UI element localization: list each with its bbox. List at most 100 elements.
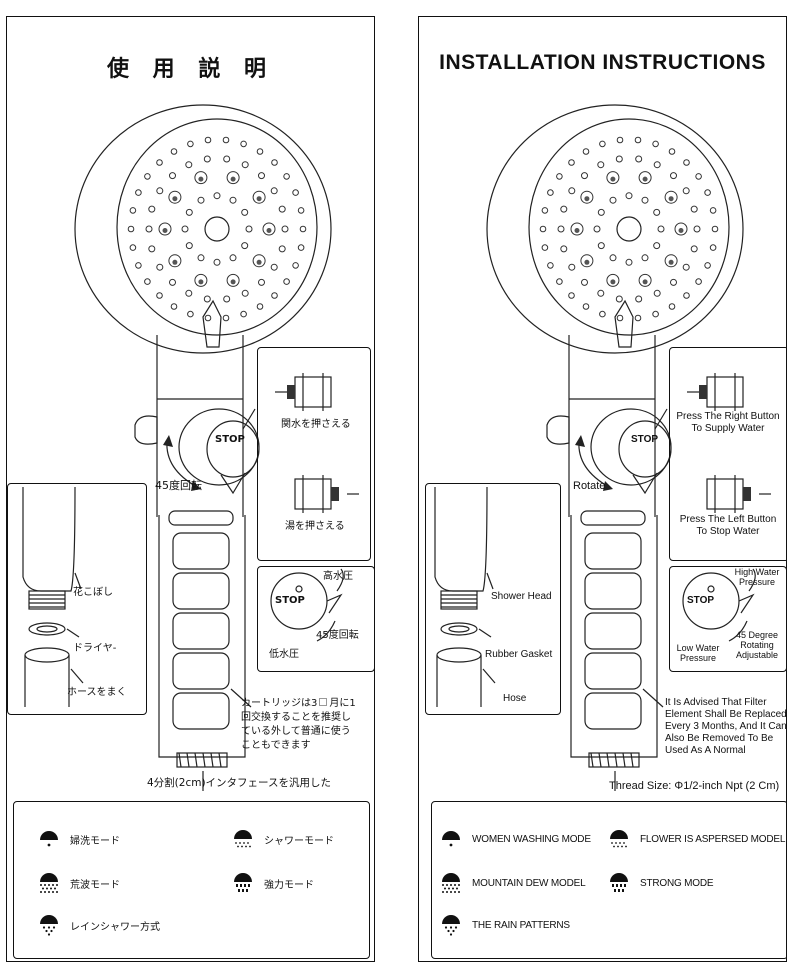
nozzle-dot [682,187,690,195]
nozzle-dot [169,172,176,180]
mode-item: シャワーモード [232,828,334,850]
button-top-caption: 関水を押さえる [281,419,351,430]
nozzle-dot [145,225,153,233]
nozzle-dot [709,207,717,214]
nozzle-dot [652,140,659,148]
nozzle-dot [695,173,702,180]
nozzle-dot [568,159,575,166]
nozzle-dot [653,289,661,297]
nozzle-dot [135,262,142,269]
nozzle-dot [270,187,278,195]
nozzle-dot [187,310,194,318]
mode-item: STRONG MODE [608,872,714,894]
dial-rotate-label: 45度回転 [316,630,359,641]
nozzle-dot [229,254,237,262]
center-nozzle [204,216,230,242]
nozzle-dot [690,205,698,213]
instruction-panel-japanese: 使 用 説 明 STOP 45度回転 関水を押さえる 湯を押さえる STOP 高… [6,16,375,962]
nozzle-dot [240,310,247,318]
nozzle-dot [241,242,249,250]
nozzle-dot [593,225,601,233]
panel-title: INSTALLATION INSTRUCTIONS [439,51,766,74]
shower-icon [234,830,252,848]
button-detail-box [257,347,371,561]
nozzle-dot [129,244,137,251]
nozzle-dot [297,244,305,251]
nozzle-dot [185,208,193,216]
part-gasket-label: Rubber Gasket [485,649,553,660]
nozzle-dot [693,225,701,233]
nozzle-dot [582,303,590,310]
center-nozzle [616,216,642,242]
mountain-dew-icon [40,873,58,893]
nozzle-dot [297,207,305,214]
nozzle-dot [683,292,690,299]
part-hose-label: ホースをまく [67,687,127,698]
nozzle-dot [156,187,164,195]
nozzle-dot [258,172,265,180]
nozzle-dot [653,242,661,250]
nozzle-dot [616,314,624,322]
nozzle-dot [185,242,193,250]
nozzle-dot [156,292,163,299]
nozzle-dot [197,254,205,262]
nozzle-dot [668,303,676,310]
nozzle-dot [144,278,151,285]
nozzle-dot [704,189,711,196]
nozzle-dot [203,155,211,163]
nozzle-dot [181,225,189,233]
nozzle-dot [258,278,265,286]
rotate-label: 45度回転 [155,479,202,492]
women-washing-icon [40,831,58,847]
nozzle-dot [241,289,249,297]
nozzle-dot [541,207,549,214]
spray-mode-legend: WOMEN WASHING MODE FLOWER IS ASPERSED MO… [431,801,786,959]
mode-item: MOUNTAIN DEW MODEL [440,872,586,894]
nozzle-dot [711,225,719,233]
nozzle-dot [185,289,193,297]
nozzle-dot [187,140,194,148]
nozzle-dot [223,155,231,163]
nozzle-dot [204,136,212,144]
nozzle-dot [213,258,221,266]
part-head-label: Shower Head [491,591,552,602]
nozzle-dot [222,136,230,144]
thread-size-label: Thread Size: Φ1/2-inch Npt (2 Cm) [609,780,780,792]
instruction-panel-english: INSTALLATION INSTRUCTIONS STOP Rotate Pr… [418,16,787,962]
nozzle-dot [568,263,576,271]
nozzle-dot [241,208,249,216]
nozzle-dot [240,140,247,148]
nozzle-dot [616,136,624,144]
nozzle-dot [653,161,661,169]
part-gasket-label: ドライヤ- [73,643,117,654]
nozzle-dot [709,244,717,251]
nozzle-dot [581,172,588,180]
nozzle-dot [245,225,253,233]
flower-mode-icon [610,830,628,848]
nozzle-dot [581,278,588,286]
mode-item: THE RAIN PATTERNS [440,914,570,936]
stop-button-label: STOP [631,434,659,445]
nozzle-dot [539,225,547,233]
nozzle-dot [609,254,617,262]
nozzle-dot [653,208,661,216]
nozzle-dot [299,225,307,233]
parts-box [7,483,147,715]
nozzle-dot [169,278,176,286]
rain-icon [442,915,460,936]
nozzle-dot [170,148,178,155]
nozzle-dot [652,310,659,318]
nozzle-dot [271,159,278,166]
nozzle-dot [683,159,690,166]
nozzle-dot [634,136,642,144]
nozzle-dot [148,245,156,253]
nozzle-dot [568,187,576,195]
nozzle-dot [148,205,156,213]
nozzle-dot [222,314,230,322]
nozzle-dot [557,225,565,233]
panel-title: 使 用 説 明 [107,57,274,82]
pressure-dial-box [257,566,374,672]
nozzle-dot [278,245,286,253]
nozzle-dot [597,289,605,297]
